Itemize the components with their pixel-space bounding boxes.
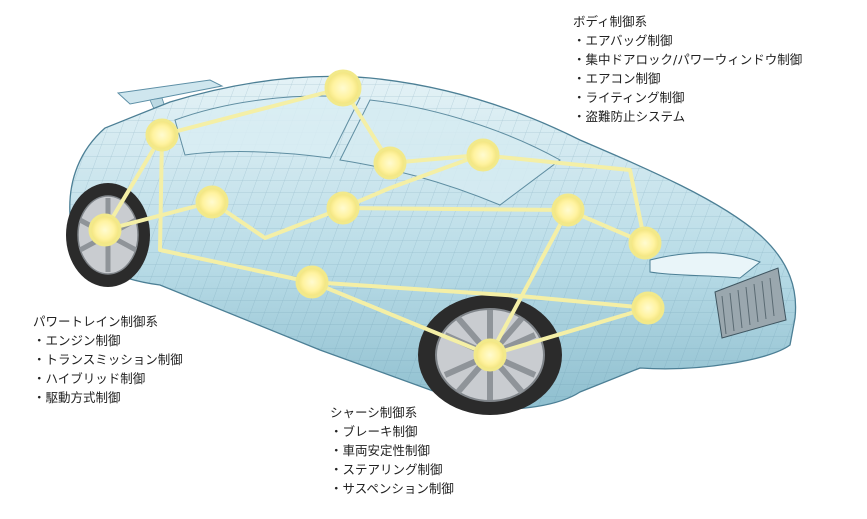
list-item: ステアリング制御 [330,460,454,479]
ecu-node [631,291,665,325]
list-item: エアバッグ制御 [573,31,802,50]
ecu-node [88,213,122,247]
list-item: ハイブリッド制御 [33,369,183,388]
side-window [174,95,361,159]
list-item: 盗難防止システム [573,107,802,126]
powertrain-control-title: パワートレイン制御系 [33,314,159,329]
body-control-list: エアバッグ制御 集中ドアロック/パワーウィンドウ制御 エアコン制御 ライティング… [573,31,803,126]
car-body-mesh [69,76,796,410]
rear-spoiler [116,79,224,105]
ecu-nodes [88,69,665,372]
ecu-node [145,118,179,152]
connector-rear [103,133,164,232]
headlight [649,252,761,279]
list-item: ライティング制御 [573,88,802,107]
list-item: トランスミッション制御 [33,350,183,369]
ecu-node [628,226,662,260]
connector-mid [103,153,482,240]
list-item: 車両安定性制御 [330,441,454,460]
ecu-node [466,138,500,172]
powertrain-control-list: エンジン制御 トランスミッション制御 ハイブリッド制御 駆動方式制御 [33,331,183,407]
list-item: 集中ドアロック/パワーウィンドウ制御 [573,50,803,69]
ecu-node [195,185,229,219]
ecu-node [473,338,507,372]
chassis-control-list: ブレーキ制御 車両安定性制御 ステアリング制御 サスペンション制御 [330,422,454,498]
list-item: エンジン制御 [33,331,183,350]
body-control-group: ボディ制御系 エアバッグ制御 集中ドアロック/パワーウィンドウ制御 エアコン制御… [573,12,802,126]
ecu-node [326,191,360,225]
ecu-node [295,265,329,299]
ecu-node [324,69,362,107]
connector-loop-upper [160,86,647,245]
list-item: サスペンション制御 [330,479,454,498]
list-item: 駆動方式制御 [33,388,183,407]
ecu-node [551,193,585,227]
body-control-title: ボディ制御系 [573,14,648,29]
chassis-control-group: シャーシ制御系 ブレーキ制御 車両安定性制御 ステアリング制御 サスペンション制… [330,403,454,498]
list-item: エアコン制御 [573,69,802,88]
chassis-control-title: シャーシ制御系 [330,405,418,420]
front-grille [714,267,787,339]
powertrain-control-group: パワートレイン制御系 エンジン制御 トランスミッション制御 ハイブリッド制御 駆… [33,312,183,407]
list-item: ブレーキ制御 [330,422,454,441]
ecu-node [373,146,407,180]
